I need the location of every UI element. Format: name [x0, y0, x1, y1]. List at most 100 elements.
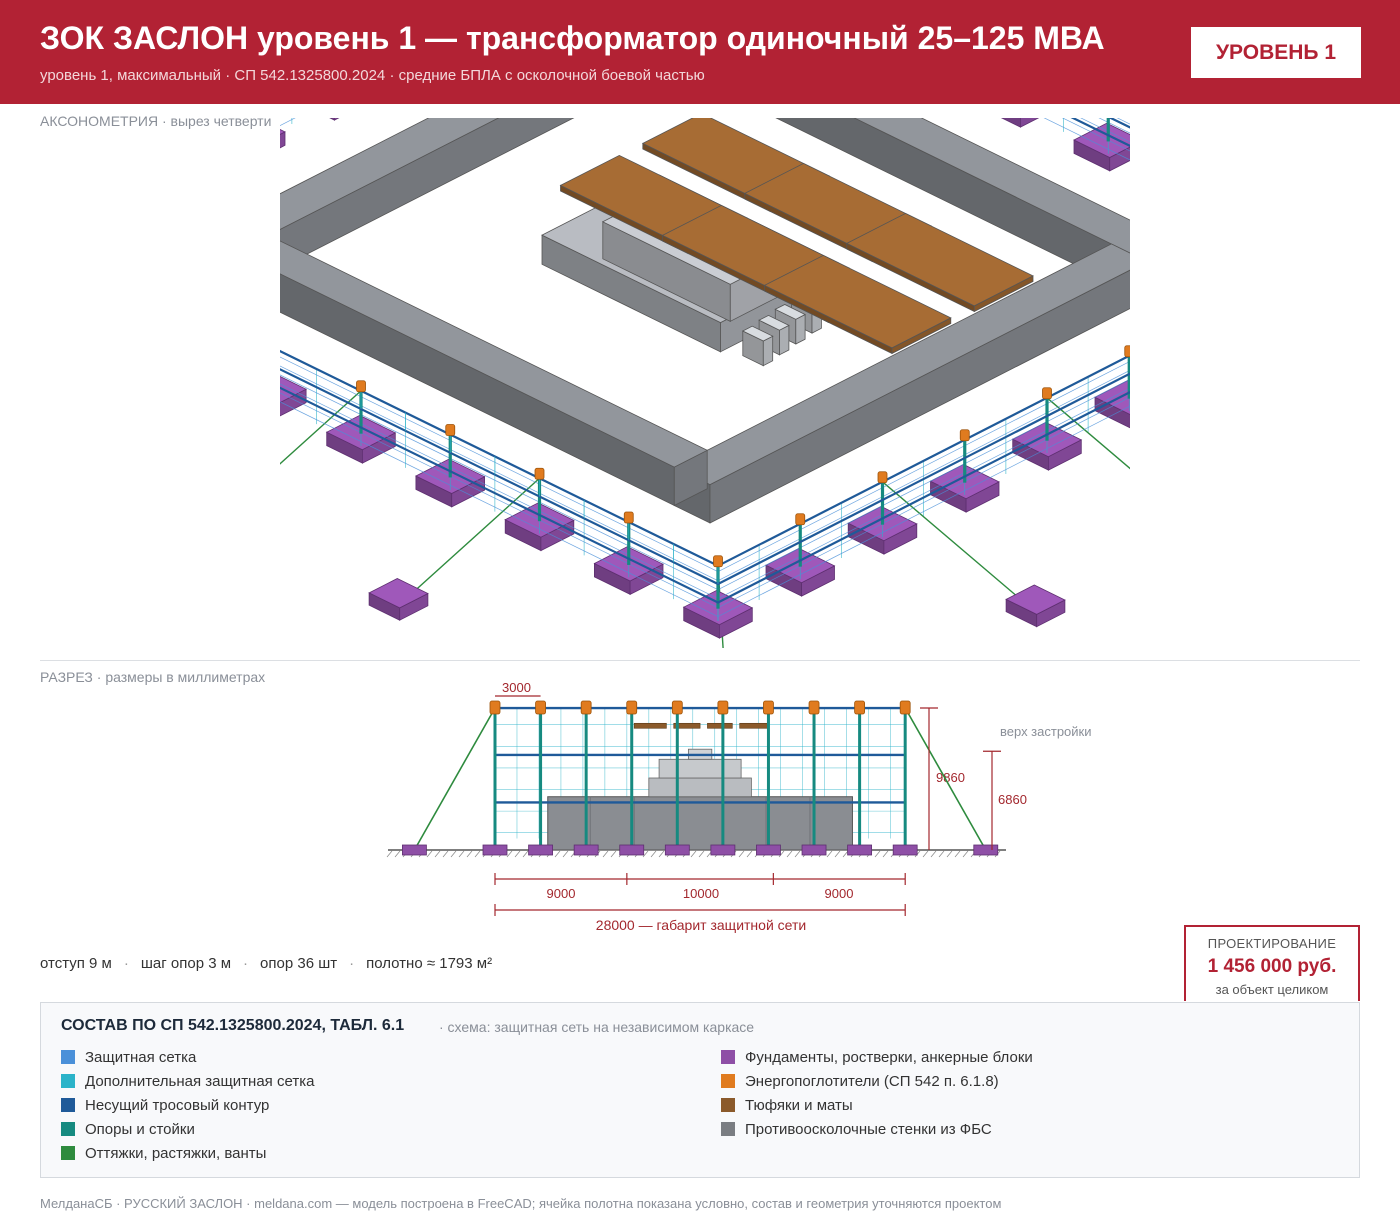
pole-foundation	[482, 844, 508, 856]
composition-title: СОСТАВ ПО СП 542.1325800.2024, ТАБЛ. 6.1	[61, 1017, 405, 1034]
ground-hatch	[938, 850, 945, 858]
energy-absorber	[713, 555, 723, 568]
ground-hatch	[610, 850, 617, 858]
ground-hatch	[466, 850, 473, 858]
energy-absorber	[534, 467, 545, 480]
ground-hatch	[554, 850, 561, 858]
ground-hatch	[690, 850, 697, 858]
param-poles: опор 36 шт	[260, 955, 338, 972]
legend-label: Дополнительная защитная сетка	[85, 1072, 315, 1090]
legend-item: Несущий тросовый контур	[61, 1093, 314, 1117]
energy-absorber	[671, 700, 683, 715]
footer-note: МелданаСБ · РУССКИЙ ЗАСЛОН · meldana.com…	[40, 1196, 1002, 1211]
section-title: РАЗРЕЗ	[40, 669, 93, 685]
axonometry-view	[0, 0, 1400, 808]
level-badge: УРОВЕНЬ 1	[1191, 27, 1361, 78]
pole-foundation	[573, 844, 599, 856]
anchor-block-top	[1005, 584, 1066, 615]
pole-foundation-side	[984, 95, 1021, 128]
axonometry-note: · вырез четверти	[161, 113, 272, 129]
energy-absorber	[445, 424, 456, 436]
legend-label: Оттяжки, растяжки, ванты	[85, 1144, 267, 1162]
legend-item: Дополнительная защитная сетка	[61, 1069, 314, 1093]
legend-left-column: Защитная сетка Дополнительная защитная с…	[61, 1045, 314, 1165]
dim-build-height-label: 6860	[998, 792, 1027, 807]
energy-absorber	[899, 700, 911, 715]
legend-swatch	[61, 1050, 75, 1064]
ground-hatch	[834, 850, 841, 858]
mats	[559, 112, 1034, 355]
ground-hatch	[738, 850, 745, 858]
legend-item: Оттяжки, растяжки, ванты	[61, 1141, 314, 1165]
legend-swatch	[61, 1146, 75, 1160]
front-mesh	[360, 390, 719, 585]
composition-panel: СОСТАВ ПО СП 542.1325800.2024, ТАБЛ. 6.1…	[40, 1002, 1360, 1178]
section-label: РАЗРЕЗ · размеры в миллиметрах	[40, 669, 265, 685]
axonometry-title: АКСОНОМЕТРИЯ	[40, 113, 159, 129]
energy-absorber	[626, 700, 638, 715]
pole-foundation	[528, 844, 553, 856]
transformer-tank	[658, 758, 742, 779]
legend-item: Опоры и стойки	[61, 1117, 314, 1141]
energy-absorber	[877, 471, 888, 484]
header-banner: ЗОК ЗАСЛОН уровень 1 — трансформатор оди…	[0, 0, 1400, 104]
section-view: 3000 верх застройки 9860 6860 9000 10000…	[380, 678, 1120, 938]
ground-hatch	[426, 850, 433, 858]
legend-label: Тюфяки и маты	[745, 1096, 853, 1114]
ground-hatch	[506, 850, 513, 858]
ground-hatch	[746, 850, 753, 858]
ground-hatch	[778, 850, 785, 858]
energy-absorber	[580, 700, 592, 715]
page-subtitle: уровень 1, максимальный · СП 542.1325800…	[40, 67, 705, 84]
energy-absorber	[795, 513, 806, 526]
ground-hatch	[602, 850, 609, 858]
param-fabric: полотно ≈ 1793 м²	[366, 955, 493, 972]
energy-absorber	[535, 700, 546, 715]
section-divider	[40, 660, 1360, 661]
legend-item: Фундаменты, ростверки, анкерные блоки	[721, 1045, 1033, 1069]
mat	[707, 722, 733, 729]
ground-hatch	[962, 850, 969, 858]
energy-absorber	[763, 700, 774, 715]
energy-absorber	[808, 700, 820, 715]
ground-hatch	[650, 850, 657, 858]
pole-foundation-side	[298, 88, 335, 121]
legend-item: Энергопоглотители (СП 542 п. 6.1.8)	[721, 1069, 1033, 1093]
ground-hatch	[786, 850, 793, 858]
ground-hatch	[434, 850, 441, 858]
legend-item: Защитная сетка	[61, 1045, 314, 1069]
energy-absorber	[854, 700, 866, 715]
fbs-wall	[547, 796, 853, 851]
ground-hatch	[946, 850, 953, 858]
mat-top	[763, 254, 952, 349]
price-label: ПРОЕКТИРОВАНИЕ	[1207, 936, 1337, 951]
ground-hatch	[930, 850, 937, 858]
ground-hatch	[562, 850, 569, 858]
ground-hatch	[642, 850, 649, 858]
guy-line	[413, 707, 496, 851]
section-drawing: 3000 верх застройки 9860 6860 9000 10000…	[386, 680, 1092, 933]
ground-hatch	[386, 850, 393, 858]
page-title: ЗОК ЗАСЛОН уровень 1 — трансформатор оди…	[40, 20, 1105, 56]
energy-absorber	[959, 429, 970, 442]
axonometry-drawing	[0, 0, 1400, 808]
ground-hatch	[954, 850, 961, 858]
ground-hatch	[794, 850, 801, 858]
ground-hatch	[658, 850, 665, 858]
pole-foundation-side	[1020, 96, 1054, 128]
legend-label: Несущий тросовый контур	[85, 1096, 270, 1114]
axonometry-label: АКСОНОМЕТРИЯ · вырез четверти	[40, 113, 271, 129]
ground-hatch	[458, 850, 465, 858]
pole-foundation-side	[251, 131, 286, 163]
ground-hatch	[874, 850, 881, 858]
dim-left-label: 9000	[547, 886, 576, 901]
radiator-fin-top	[741, 325, 774, 342]
dim-mid-label: 10000	[683, 886, 719, 901]
build-top-label: верх застройки	[1000, 724, 1092, 739]
energy-absorber	[489, 700, 501, 715]
dim-step-label: 3000	[502, 680, 531, 695]
legend-item: Тюфяки и маты	[721, 1093, 1033, 1117]
param-offset: отступ 9 м	[40, 955, 112, 972]
anchor-block	[973, 844, 999, 856]
ground-hatch	[442, 850, 449, 858]
